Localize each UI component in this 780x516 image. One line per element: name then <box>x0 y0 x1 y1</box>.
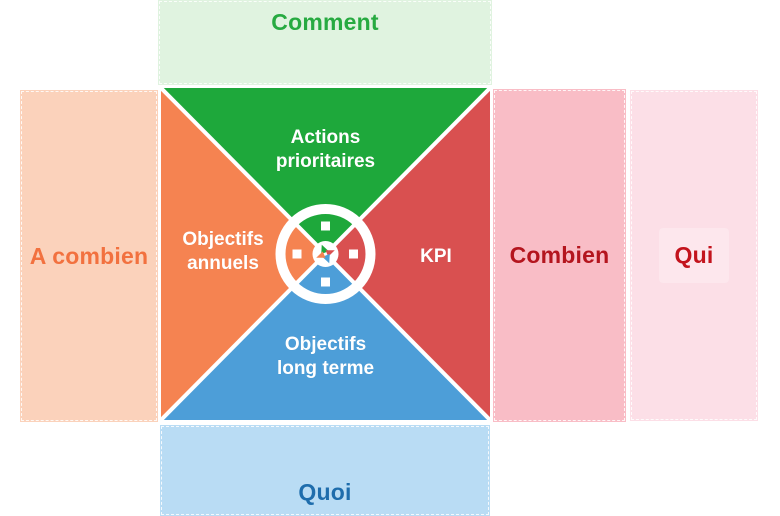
label-actions-prioritaires: Actions prioritaires <box>161 126 490 174</box>
matrix-bottom-triangle <box>161 254 490 420</box>
matrix-square: Actions prioritaires Objectifs annuels K… <box>161 88 490 420</box>
label-longterme-line1: Objectifs <box>284 334 367 355</box>
compass-cardinal-dot-east <box>349 249 358 259</box>
banner-quoi-label: Quoi <box>298 479 352 505</box>
compass-icon <box>312 241 339 267</box>
banner-quoi: Quoi <box>160 425 490 516</box>
banner-combien: Combien <box>493 89 626 422</box>
label-actions-line2: prioritaires <box>275 151 376 172</box>
banner-comment-label: Comment <box>271 9 379 35</box>
compass-cardinal-dot-north <box>321 221 330 231</box>
label-longterme-line2: long terme <box>276 358 375 379</box>
label-annuels-line2: annuels <box>187 253 259 274</box>
banner-qui-label: Qui <box>658 228 730 283</box>
compass-needle-west <box>316 251 326 258</box>
label-annuels-line1: Objectifs <box>182 229 264 250</box>
banner-qui: Qui <box>630 90 758 421</box>
compass-cardinal-dot-west <box>292 249 302 259</box>
label-kpi: KPI <box>382 245 490 269</box>
label-kpi-line1: KPI <box>420 246 452 267</box>
banner-comment: Comment <box>158 0 492 85</box>
compass-ring-icon <box>275 204 376 304</box>
label-objectifs-long-terme: Objectifs long terme <box>161 333 490 381</box>
matrix-right-triangle <box>325 88 490 420</box>
banner-combien-label: Combien <box>509 242 610 268</box>
matrix-graphic <box>161 88 490 420</box>
banner-a-combien: A combien <box>20 90 158 422</box>
label-objectifs-annuels: Objectifs annuels <box>161 228 285 276</box>
compass-cardinal-dot-south <box>321 277 330 287</box>
matrix-left-triangle <box>161 88 326 420</box>
compass-hub <box>312 241 339 267</box>
matrix-top-triangle <box>161 88 490 254</box>
banner-a-combien-label: A combien <box>29 242 149 269</box>
compass-needle <box>316 244 335 264</box>
label-actions-line1: Actions <box>290 127 361 148</box>
